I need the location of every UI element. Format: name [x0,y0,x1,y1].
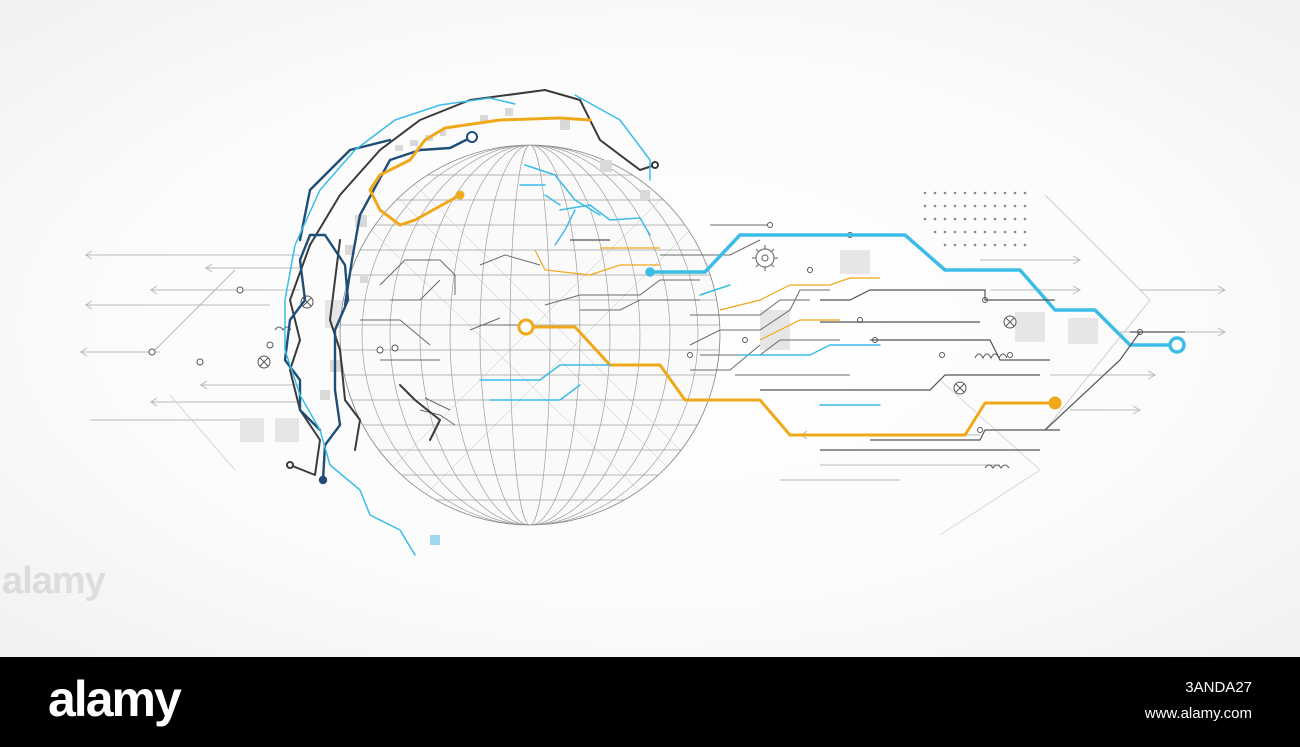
inner-circuit-traces [360,224,850,426]
background-squares [240,250,1098,442]
blue-trace [645,233,1186,354]
globe-outline [339,144,721,526]
dark-blue-trace [283,131,478,485]
watermark-left: alamy [2,560,106,602]
alamy-logo: alamy [48,671,182,727]
globe-wireframe [340,145,720,525]
circuit-globe-graphic [80,89,1227,556]
orange-trace [368,116,1062,437]
dark-gray-trace [286,89,659,476]
gear-icon [752,245,778,271]
orange-thin-traces [534,247,880,341]
background-arrows [80,194,1227,536]
footer-bar: alamy 3ANDA27 www.alamy.com [0,657,1300,747]
circuit-nodes [148,222,1143,433]
component-symbols [257,295,1017,395]
right-line-network [570,239,1185,451]
circuit-illustration: alamy [0,0,1300,657]
site-url: www.alamy.com [1144,705,1252,722]
blue-thin-traces [284,94,881,556]
image-id: 3ANDA27 [1185,679,1252,696]
dot-grid [923,191,1027,247]
inner-decoration [320,108,650,545]
